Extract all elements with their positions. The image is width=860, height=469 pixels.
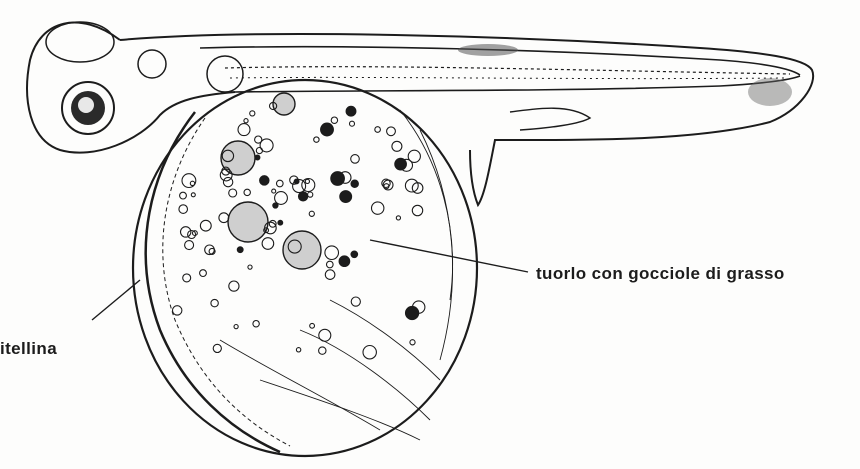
tail-pigment xyxy=(748,78,792,106)
fat-droplet xyxy=(387,127,396,136)
vessel-leader-line xyxy=(92,280,140,320)
fat-droplet xyxy=(244,119,248,123)
fat-droplet xyxy=(363,346,376,359)
fat-droplet xyxy=(325,246,339,260)
fat-droplet xyxy=(299,192,308,201)
notochord-lower xyxy=(230,77,785,78)
fat-droplet xyxy=(351,155,360,164)
fat-droplet xyxy=(308,192,313,197)
fat-droplet xyxy=(405,179,418,192)
fat-droplet xyxy=(200,220,211,231)
fat-droplet xyxy=(331,172,345,186)
fat-droplet xyxy=(314,137,319,142)
vitelline-vessel xyxy=(146,112,280,452)
fat-droplet xyxy=(305,179,309,183)
fat-droplet xyxy=(410,340,415,345)
fat-droplet xyxy=(351,251,358,258)
large-fat-droplet xyxy=(221,141,255,175)
fat-droplet xyxy=(319,329,331,341)
fat-droplet xyxy=(375,127,381,133)
fat-droplet xyxy=(248,265,252,269)
fat-droplet xyxy=(396,216,400,220)
fat-droplet xyxy=(256,148,262,154)
fat-droplet xyxy=(182,174,196,188)
fat-droplet xyxy=(238,124,250,136)
dorsal-pigment-patch xyxy=(458,44,518,56)
body-ventral-line xyxy=(235,76,800,92)
fat-droplet xyxy=(339,256,350,267)
fat-droplet xyxy=(310,323,315,328)
fat-droplet xyxy=(213,344,221,352)
fat-droplet xyxy=(179,205,188,214)
fat-droplet xyxy=(346,106,356,116)
fat-droplet xyxy=(309,211,314,216)
fat-droplet xyxy=(211,299,218,306)
fat-droplet xyxy=(395,158,407,170)
fat-droplet xyxy=(183,274,191,282)
vitelline-vessel-label: itellina xyxy=(0,339,57,359)
fat-droplet xyxy=(350,121,355,126)
brain-lobe xyxy=(46,22,114,62)
fat-droplet xyxy=(327,261,334,268)
fat-droplet xyxy=(244,189,250,195)
eye-lens xyxy=(78,97,94,113)
fat-droplet xyxy=(272,189,276,193)
fat-droplet xyxy=(372,202,384,214)
fat-droplet xyxy=(188,231,196,239)
fat-droplet xyxy=(237,247,243,253)
fat-droplet xyxy=(296,348,300,352)
fat-droplet xyxy=(351,180,358,187)
fat-droplet xyxy=(229,281,239,291)
fat-droplet xyxy=(253,321,259,327)
yolk-leader-line xyxy=(370,240,528,272)
anal-fin xyxy=(510,108,590,130)
fat-droplet xyxy=(191,193,195,197)
fat-droplet xyxy=(234,325,238,329)
fat-droplet xyxy=(185,241,194,250)
fat-droplet xyxy=(351,297,360,306)
fat-droplet xyxy=(219,213,229,223)
head-outline xyxy=(27,23,235,153)
fat-droplet xyxy=(275,192,288,205)
fat-droplet xyxy=(260,139,273,152)
fat-droplet xyxy=(260,176,269,185)
otic-vesicle xyxy=(138,50,166,78)
fat-droplet xyxy=(180,192,187,199)
yolk-label: tuorlo con gocciole di grasso xyxy=(536,264,785,284)
pectoral-fin-base xyxy=(207,56,243,92)
fat-droplet xyxy=(321,123,334,136)
fat-droplet xyxy=(302,179,315,192)
fat-droplet xyxy=(262,238,274,250)
fat-droplet xyxy=(250,111,255,116)
notochord xyxy=(225,67,790,74)
fat-droplet xyxy=(255,155,260,160)
fat-droplet xyxy=(340,191,352,203)
fat-droplet xyxy=(325,270,335,280)
fat-droplet xyxy=(392,141,402,151)
fat-droplet xyxy=(408,150,420,162)
fat-droplets xyxy=(173,93,425,359)
fat-droplet xyxy=(277,180,284,187)
fat-droplet xyxy=(412,205,422,215)
fat-droplet xyxy=(229,189,237,197)
fat-droplet xyxy=(331,117,337,123)
large-fat-droplet xyxy=(228,202,268,242)
fat-droplet xyxy=(319,347,326,354)
fat-droplet xyxy=(278,220,283,225)
fat-droplet xyxy=(181,227,191,237)
fat-droplet xyxy=(200,270,207,277)
fat-droplet xyxy=(173,306,182,315)
